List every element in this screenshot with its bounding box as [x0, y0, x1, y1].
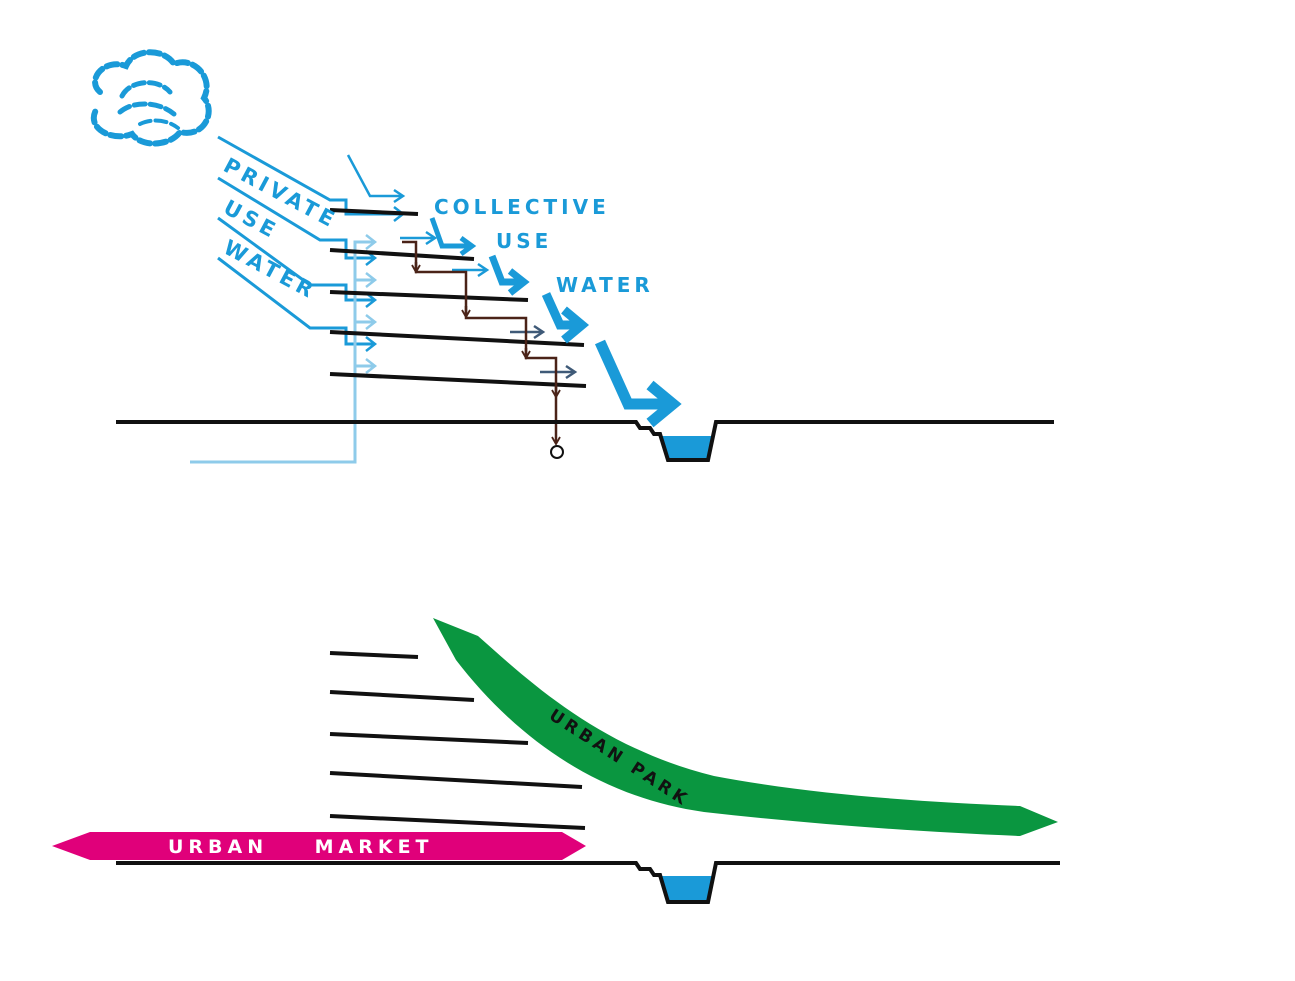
- public-space-diagram: URBAN PARK URBAN MARKET: [52, 618, 1060, 904]
- building-floors-bottom: [329, 651, 586, 830]
- private-use-water-label: PRIVATE USE WATER: [220, 153, 342, 304]
- light-blue-pipe: [190, 240, 374, 464]
- urban-market-label: URBAN MARKET: [168, 836, 434, 858]
- rain-cloud-icon: [90, 49, 212, 147]
- collective-label-line2: USE: [496, 229, 552, 253]
- collective-use-water-label: COLLECTIVE USE WATER: [434, 195, 654, 297]
- urban-market-arrow: [52, 832, 586, 860]
- channel-water-bottom: [660, 876, 714, 902]
- ground-line-top: [116, 420, 1054, 462]
- channel-water-top: [660, 436, 714, 460]
- urban-park-ribbon: [433, 618, 1058, 836]
- drain-outlet-icon: [550, 445, 564, 459]
- light-blue-pipe-arrowheads: [365, 234, 378, 374]
- drain-cascade: [402, 240, 561, 446]
- building-floors-top: [329, 208, 587, 388]
- ground-line-bottom: [116, 861, 1060, 904]
- water-diagram: PRIVATE USE WATER COLLECTIVE USE WATER: [90, 49, 1054, 464]
- collective-label-line1: COLLECTIVE: [434, 195, 610, 219]
- collective-label-line3: WATER: [556, 273, 654, 297]
- collective-water-arrows: [346, 154, 682, 428]
